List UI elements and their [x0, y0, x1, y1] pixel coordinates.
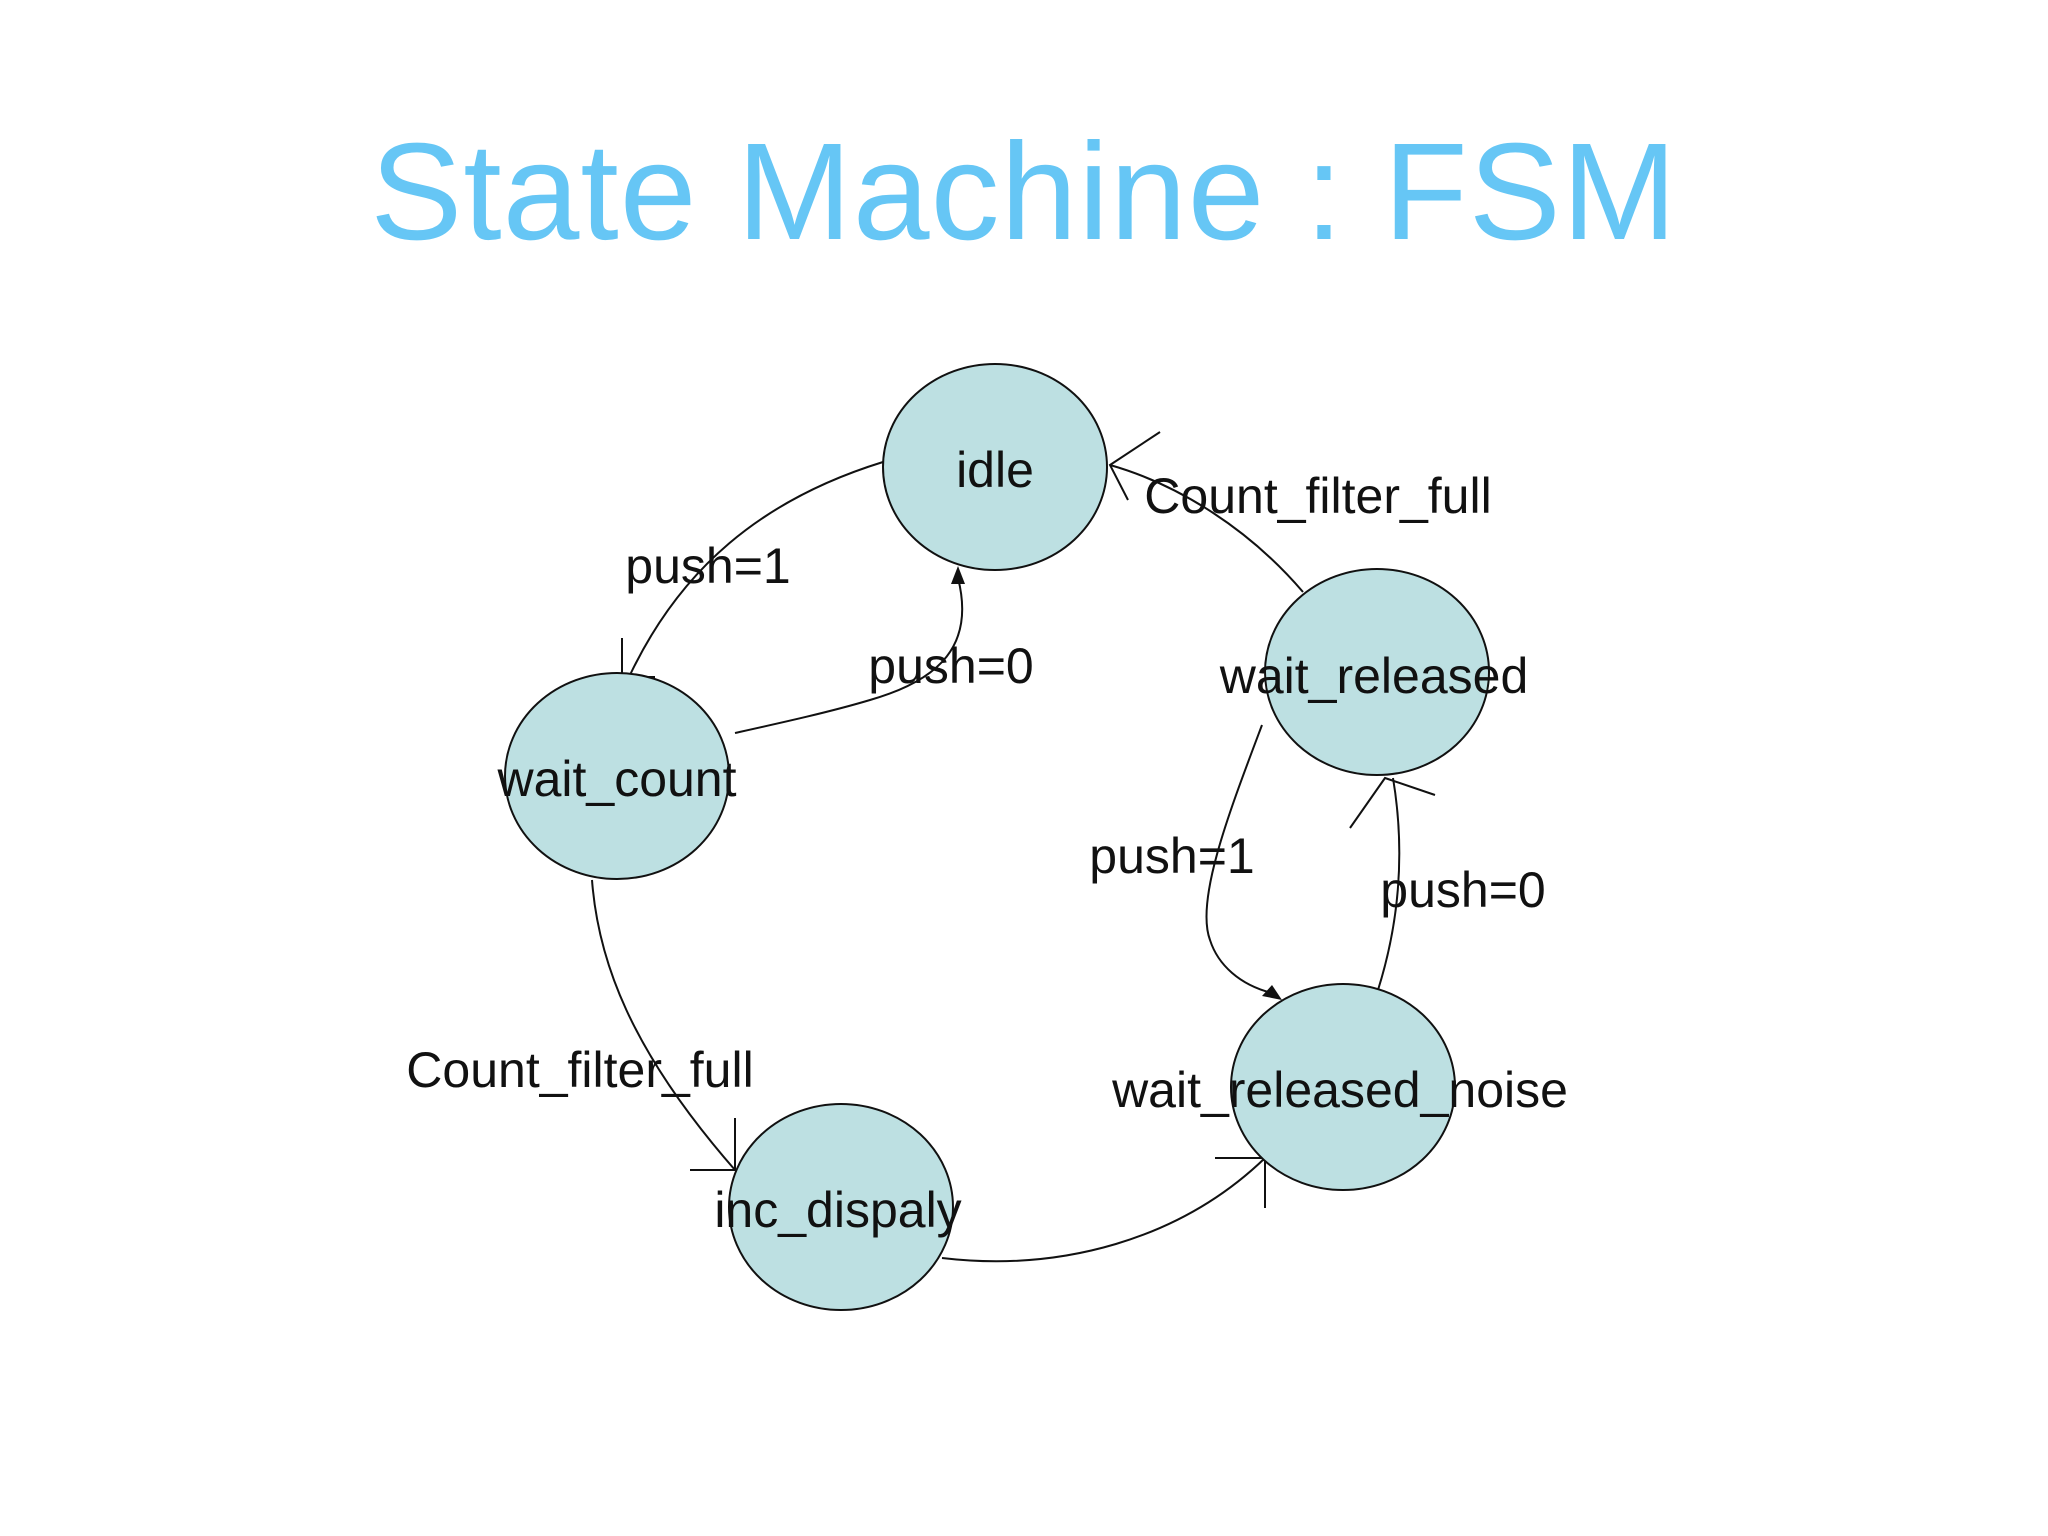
slide-title: State Machine : FSM	[370, 115, 1678, 269]
state-idle	[882, 363, 1108, 571]
edge-wait-released-to-idle	[1109, 464, 1304, 593]
edge-wait-count-to-inc-dispaly	[591, 879, 736, 1171]
transition-label-wait-count-to-idle: push=0	[868, 638, 1033, 694]
state-wait-released	[1264, 568, 1490, 776]
arrow-head-wait-released-to-idle	[1108, 431, 1161, 501]
state-label-wait-released: wait_released	[1219, 648, 1529, 704]
transition-label-idle-to-wait-count: push=1	[625, 538, 790, 594]
arrow-head-wait-count-to-inc-dispaly	[690, 1118, 736, 1171]
transition-label-noise-to-wait-released: push=0	[1380, 862, 1545, 918]
edge-idle-to-wait-count	[629, 461, 884, 676]
edge-noise-to-wait-released	[1377, 777, 1401, 991]
state-label-inc-dispaly: inc_dispaly	[714, 1182, 961, 1238]
arrow-head-wait-count-to-idle	[951, 566, 965, 584]
arrow-head-noise-to-wait-released	[1349, 776, 1436, 829]
transition-label-wait-count-to-inc-dispaly: Count_filter_full	[406, 1042, 753, 1098]
edge-inc-dispaly-to-noise	[941, 1157, 1266, 1263]
state-inc-dispaly	[728, 1103, 954, 1311]
state-wait-released-noise	[1230, 983, 1456, 1191]
state-label-wait-released-noise: wait_released_noise	[1111, 1062, 1568, 1118]
edge-wait-released-to-noise	[1205, 724, 1273, 994]
arrow-head-wait-released-to-noise	[1262, 985, 1282, 1000]
edge-wait-count-to-idle	[734, 577, 964, 734]
state-label-idle: idle	[956, 442, 1034, 498]
transition-label-wait-released-to-noise: push=1	[1089, 828, 1254, 884]
transition-label-wait-released-to-idle: Count_filter_full	[1144, 468, 1491, 524]
state-wait-count	[504, 672, 730, 880]
state-label-wait-count: wait_count	[496, 751, 736, 807]
